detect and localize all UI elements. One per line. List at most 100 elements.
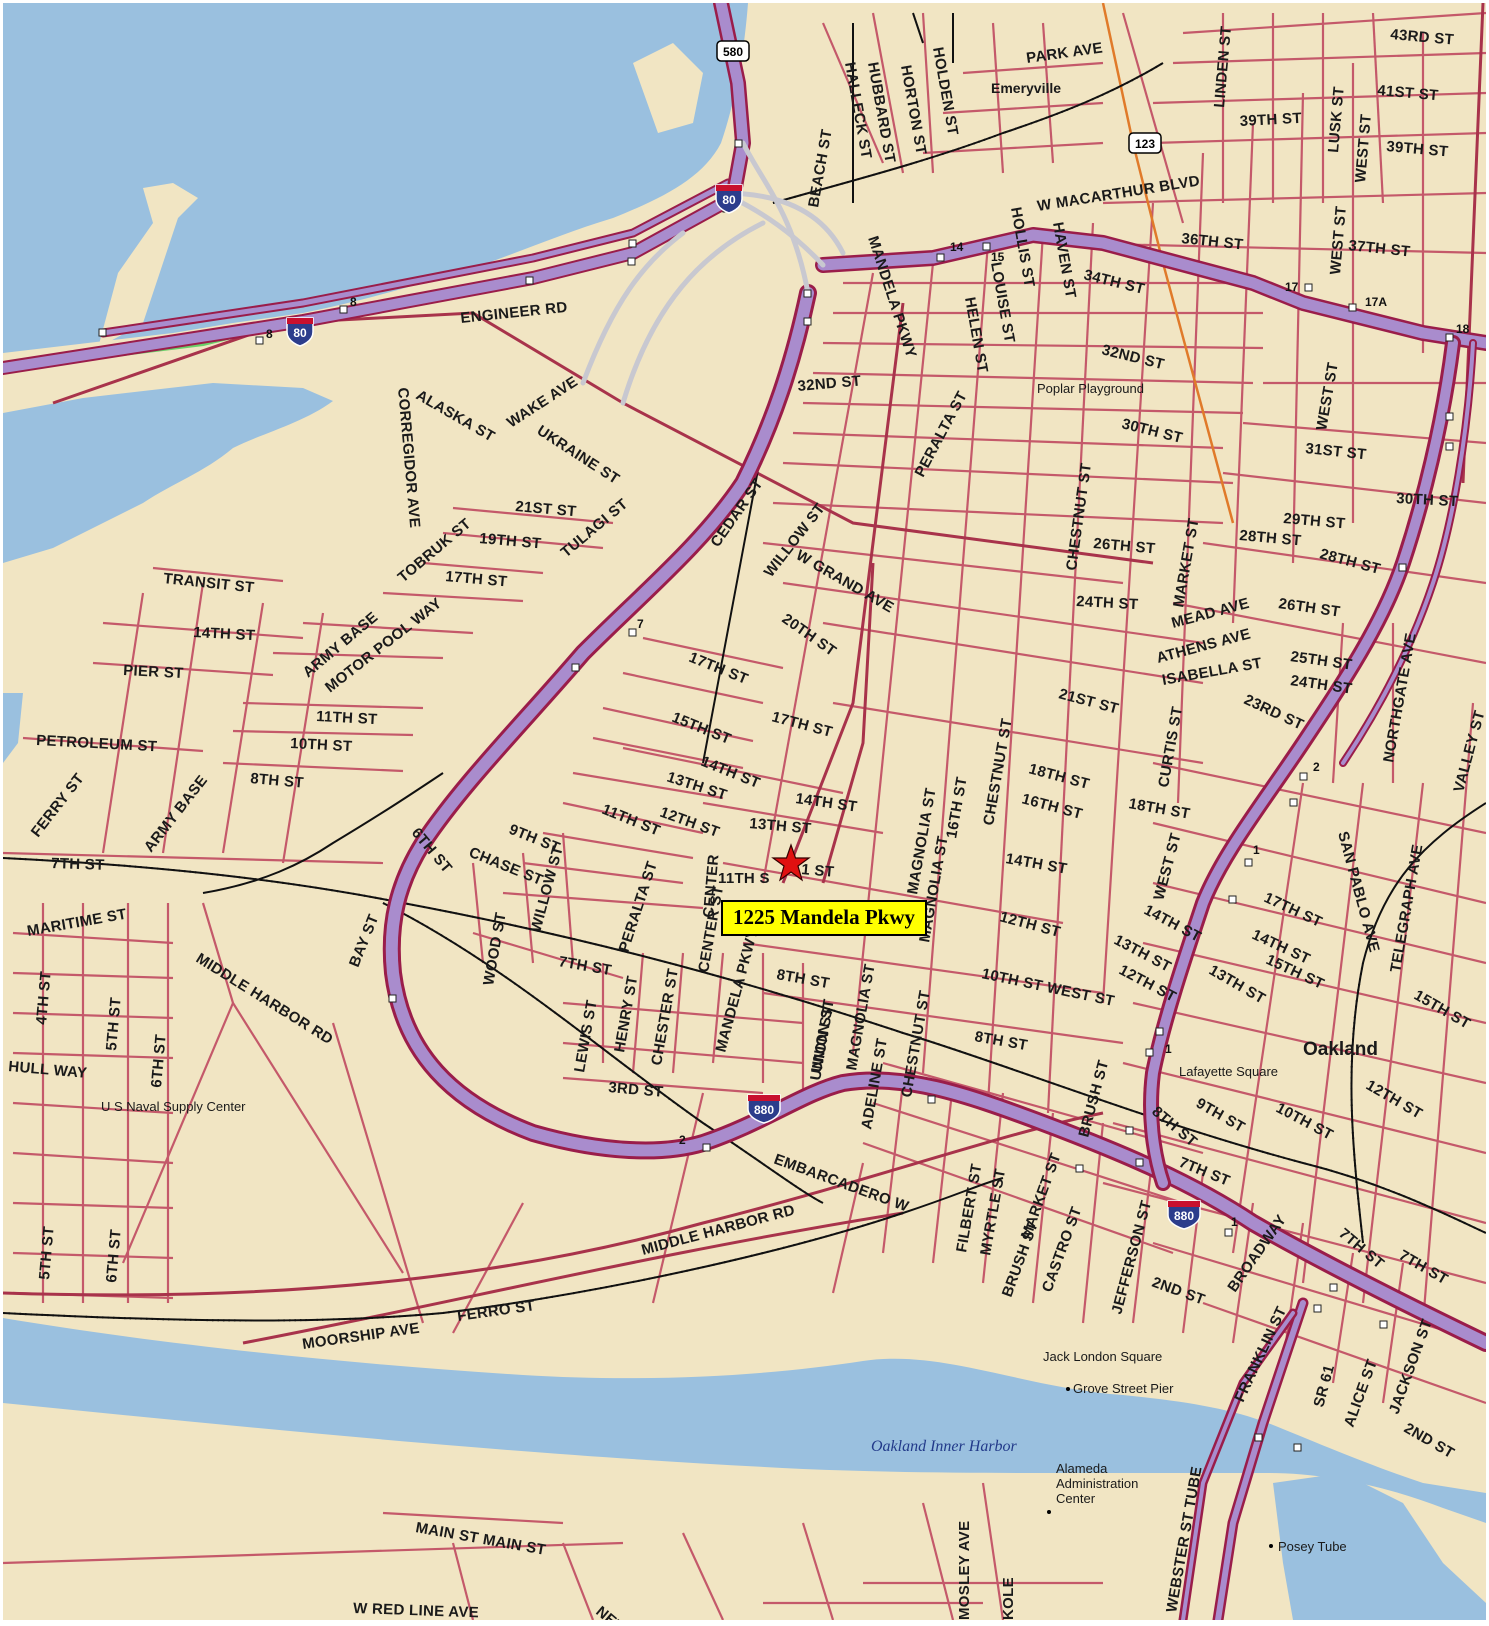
arterial-streets bbox=[3, 3, 1485, 1345]
exit-label-17a: 17A bbox=[1365, 295, 1387, 309]
street-label: 26TH ST bbox=[1093, 535, 1156, 557]
exit-number-labels: 8 8 14 15 17 17A 18 2 2 1 1 1 7 bbox=[266, 240, 1470, 1229]
street-label: 39TH ST bbox=[1239, 110, 1302, 130]
street-label: PETROLEUM ST bbox=[36, 732, 158, 755]
street-label: 37TH ST bbox=[1348, 237, 1412, 260]
poi-dot-grove bbox=[1066, 1387, 1070, 1391]
exit-label-17: 17 bbox=[1285, 280, 1299, 294]
exit-label-1b: 1 bbox=[1165, 1042, 1172, 1056]
street-label: 30TH ST bbox=[1396, 490, 1459, 510]
street-label: PIER ST bbox=[123, 662, 184, 682]
street-label: 14TH ST bbox=[193, 624, 256, 644]
street-label: 6TH ST bbox=[103, 1229, 125, 1284]
water-bay-northwest bbox=[3, 3, 748, 353]
i880-shield-b: 880 bbox=[1167, 1200, 1201, 1230]
street-label: 41ST ST bbox=[1377, 82, 1440, 104]
exit-label-2a: 2 bbox=[1313, 760, 1320, 774]
location-marker[interactable] bbox=[771, 843, 811, 882]
street-label: 1 ST bbox=[801, 861, 835, 881]
poi-dot-alameda bbox=[1047, 1510, 1051, 1514]
i880-shield-b-number: 880 bbox=[1174, 1209, 1194, 1223]
interchange-ramps bbox=[580, 140, 846, 406]
poi-label-alameda-line1: Alameda bbox=[1056, 1461, 1108, 1476]
street-label: KOLE bbox=[1000, 1577, 1017, 1620]
pier-jetty bbox=[98, 183, 198, 348]
street-label: MOSLEY AVE bbox=[956, 1521, 973, 1620]
street-label: 31ST ST bbox=[1305, 440, 1368, 463]
street-label: 5TH ST bbox=[103, 997, 125, 1052]
poi-label-poplar-playground: Poplar Playground bbox=[1037, 381, 1144, 396]
poi-label-lafayette-square: Lafayette Square bbox=[1179, 1064, 1278, 1079]
poi-label-posey-tube: Posey Tube bbox=[1278, 1539, 1347, 1554]
street-label: 11TH ST bbox=[316, 708, 378, 728]
exit-markers bbox=[98, 139, 1454, 1452]
i580-east-freeway bbox=[815, 227, 1486, 351]
street-label: 21ST ST bbox=[515, 498, 578, 520]
street-label: 11TH S bbox=[718, 870, 770, 887]
street-label: 24TH ST bbox=[1076, 593, 1139, 613]
exit-label-14: 14 bbox=[950, 240, 964, 254]
exit-label-2b: 2 bbox=[679, 1133, 686, 1147]
street-label: 5TH ST bbox=[36, 1226, 58, 1281]
poi-label-alameda-line2: Administration bbox=[1056, 1476, 1138, 1491]
water-harbor-inlet bbox=[1273, 1473, 1486, 1620]
street-label: 39TH ST bbox=[1386, 138, 1449, 160]
poi-dot-posey bbox=[1269, 1544, 1273, 1548]
street-label: 32ND ST bbox=[797, 372, 862, 394]
i80-shield-b: 80 bbox=[286, 317, 314, 347]
address-callout[interactable]: 1225 Mandela Pkwy bbox=[721, 900, 928, 936]
i580-shield: 580 bbox=[716, 40, 750, 62]
exit-label-8a: 8 bbox=[350, 295, 357, 309]
water-bay-west bbox=[3, 383, 333, 563]
exit-label-15: 15 bbox=[991, 250, 1005, 264]
i80-shield-a: 80 bbox=[715, 184, 743, 214]
i80-shield-b-number: 80 bbox=[293, 326, 307, 340]
poi-label-alameda-line3: Center bbox=[1056, 1491, 1096, 1506]
water-label-inner-harbor: Oakland Inner Harbor bbox=[871, 1438, 1018, 1455]
exit-label-18: 18 bbox=[1456, 322, 1470, 336]
poi-label-naval-supply: U S Naval Supply Center bbox=[101, 1099, 246, 1114]
street-label: 28TH ST bbox=[1239, 527, 1302, 549]
street-label: 43RD ST bbox=[1390, 26, 1455, 48]
tube-freeway bbox=[1178, 1297, 1309, 1620]
us123-shield-number: 123 bbox=[1135, 137, 1155, 151]
place-label-emeryville: Emeryville bbox=[991, 80, 1061, 96]
street-label: 17TH ST bbox=[445, 568, 508, 590]
i880-shield-a-number: 880 bbox=[754, 1103, 774, 1117]
freeways bbox=[3, 3, 1486, 1620]
street-label: 3RD ST bbox=[608, 1079, 664, 1101]
street-label: CENTER bbox=[700, 854, 722, 919]
street-label: LUSK ST bbox=[1325, 86, 1348, 154]
exit-label-1c: 1 bbox=[1231, 1215, 1238, 1229]
street-label: 7TH ST bbox=[51, 855, 105, 874]
street-label: WEST ST bbox=[1327, 205, 1350, 275]
map-frame[interactable]: 80 80 880 880 580 123 8 8 14 15 17 17A 1… bbox=[3, 3, 1486, 1620]
i980-freeway bbox=[1143, 335, 1477, 1191]
i80-shield-a-number: 80 bbox=[722, 193, 736, 207]
red-star-icon bbox=[771, 843, 811, 882]
street-label: 36TH ST bbox=[1181, 230, 1245, 253]
map-canvas[interactable]: 80 80 880 880 580 123 8 8 14 15 17 17A 1… bbox=[3, 3, 1486, 1620]
exit-label-8b: 8 bbox=[266, 327, 273, 341]
water-inner-harbor bbox=[3, 1318, 1486, 1523]
i580-shield-number: 580 bbox=[723, 45, 743, 59]
place-label-oakland: Oakland bbox=[1303, 1039, 1378, 1060]
street-label: 29TH ST bbox=[1283, 510, 1346, 532]
street-label: 13TH ST bbox=[749, 815, 812, 837]
street-label: HULL WAY bbox=[8, 1058, 88, 1082]
street-label: 19TH ST bbox=[479, 530, 542, 552]
street-label: WEST ST bbox=[1352, 113, 1375, 183]
poi-label-grove-street-pier: Grove Street Pier bbox=[1073, 1381, 1174, 1396]
poi-label-jack-london-square: Jack London Square bbox=[1043, 1349, 1162, 1364]
street-label: 4TH ST bbox=[33, 971, 55, 1026]
street-label: 8TH ST bbox=[250, 770, 305, 792]
railroads bbox=[3, 12, 1486, 1322]
street-label: 10TH ST bbox=[290, 735, 353, 755]
street-label: W RED LINE AVE bbox=[353, 1600, 479, 1620]
us123-shield: 123 bbox=[1128, 132, 1162, 154]
water-bay-west-edge bbox=[3, 693, 23, 763]
land-jetty-2 bbox=[633, 43, 703, 133]
orange-road bbox=[1101, 3, 1235, 524]
street-label: 6TH ST bbox=[148, 1034, 170, 1089]
exit-label-1a: 1 bbox=[1253, 843, 1260, 857]
